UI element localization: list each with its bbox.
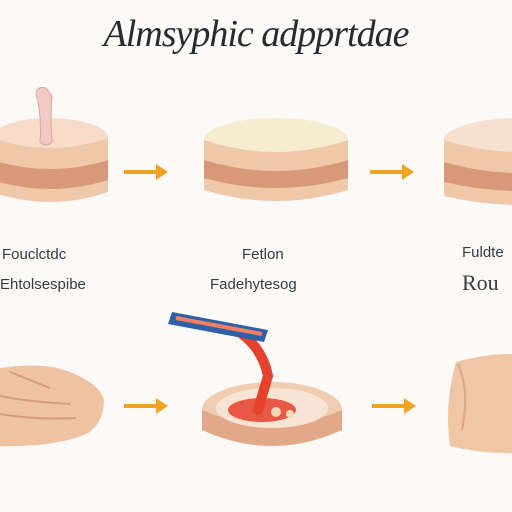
arrow-icon [124, 164, 168, 180]
step4-hand-illustration [0, 365, 104, 447]
step2-label-line1: Fetlon [242, 246, 284, 263]
arrow-icon [372, 398, 416, 414]
step2-label-line2: Fadehytesog [210, 276, 297, 293]
step2-skin-illustration [204, 118, 348, 201]
arrow-icon [124, 398, 168, 414]
step3-label-line2: Rou [462, 270, 499, 295]
step3-skin-illustration [444, 118, 512, 205]
step1-label-line2: Ehtolsespibe [0, 276, 86, 293]
arrow-icon [370, 164, 414, 180]
step5-pour-illustration [168, 312, 342, 446]
step3-label-line1: Fuldte [462, 244, 504, 261]
step1-label-line1: Fouclctdc [2, 246, 67, 263]
diagram-title: Almsyphic adpprtdae [103, 13, 409, 55]
step1-skin-illustration [0, 87, 108, 202]
step6-skin-illustration [448, 354, 512, 454]
